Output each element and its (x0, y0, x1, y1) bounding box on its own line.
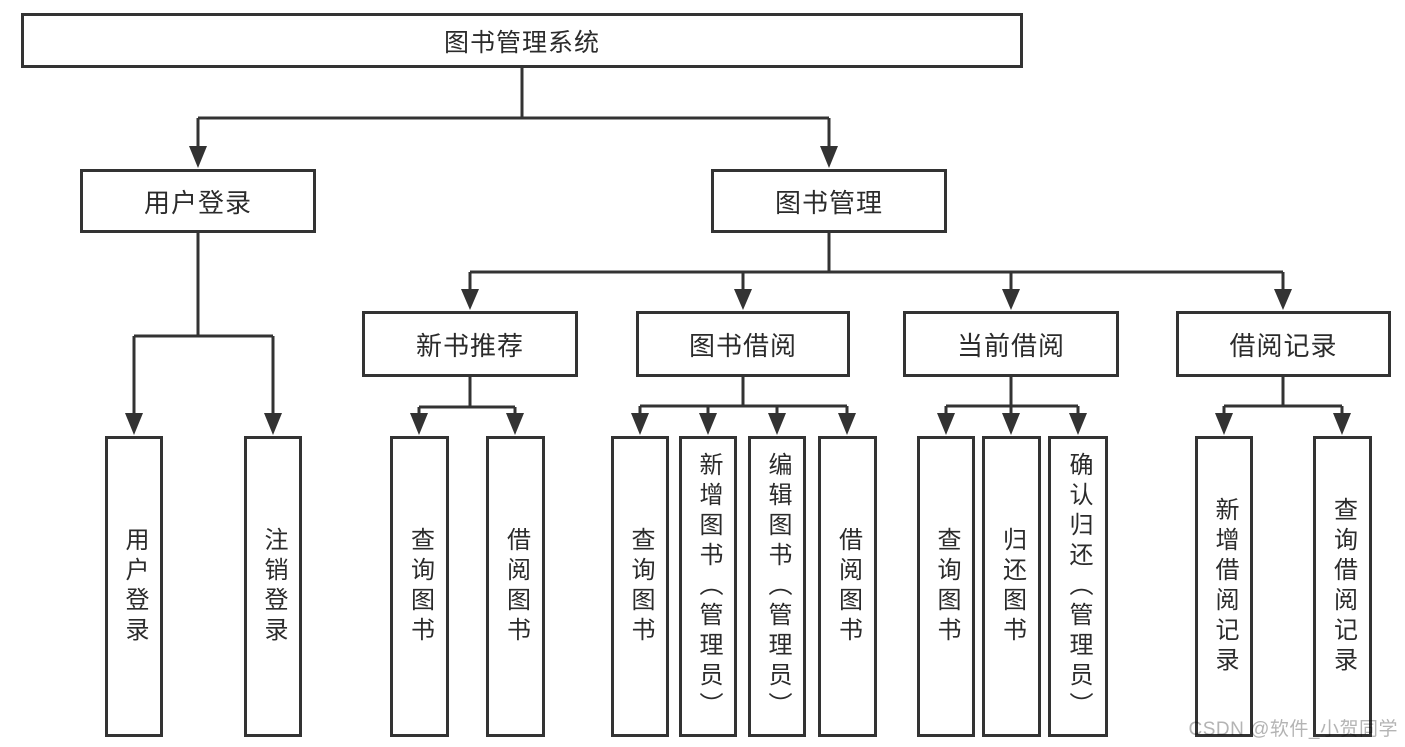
leaf-query-borrow-record: 查询借阅记录 (1313, 436, 1372, 737)
leaf-return-book: 归还图书 (982, 436, 1041, 737)
leaf-add-book-admin: 新增图书（管理员） (679, 436, 737, 737)
leaf-query-books-recommend: 查询图书 (390, 436, 449, 737)
leaf-add-borrow-record: 新增借阅记录 (1195, 436, 1253, 737)
node-library-management-system: 图书管理系统 (21, 13, 1023, 68)
node-borrowing-records: 借阅记录 (1176, 311, 1391, 377)
leaf-logout: 注销登录 (244, 436, 302, 737)
leaf-confirm-return-admin: 确认归还（管理员） (1048, 436, 1108, 737)
leaf-edit-book-admin: 编辑图书（管理员） (748, 436, 806, 737)
node-user-login: 用户登录 (80, 169, 316, 233)
arrowhead (189, 146, 838, 168)
arrowhead-group (125, 146, 1351, 435)
node-current-borrowing: 当前借阅 (903, 311, 1119, 377)
leaf-user-login: 用户登录 (105, 436, 163, 737)
node-book-management: 图书管理 (711, 169, 947, 233)
node-book-borrowing: 图书借阅 (636, 311, 850, 377)
arrowhead (125, 413, 1351, 435)
connector-edges (132, 68, 1344, 415)
arrowhead (461, 289, 1292, 310)
leaf-query-books-current: 查询图书 (917, 436, 975, 737)
leaf-query-books-borrowing: 查询图书 (611, 436, 669, 737)
node-new-book-recommendation: 新书推荐 (362, 311, 578, 377)
leaf-borrow-books-recommend: 借阅图书 (486, 436, 545, 737)
leaf-borrow-books-borrowing: 借阅图书 (818, 436, 877, 737)
csdn-watermark: CSDN @软件_小贺同学 (1188, 719, 1398, 740)
